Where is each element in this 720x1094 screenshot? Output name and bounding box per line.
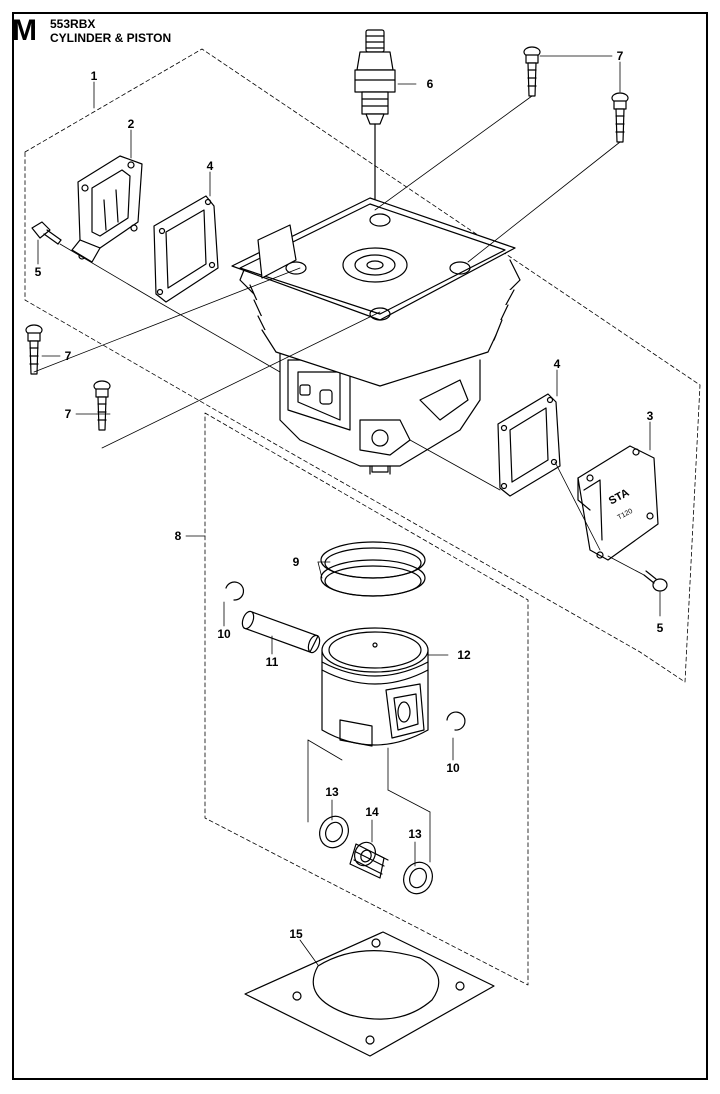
intake-cover bbox=[71, 155, 143, 263]
callout-3: 3 bbox=[646, 409, 654, 423]
callout-leaders bbox=[37, 55, 661, 966]
group-1-boundary bbox=[24, 48, 701, 683]
callout-5-right: 5 bbox=[656, 621, 664, 635]
callout-9: 9 bbox=[292, 555, 300, 569]
callout-1: 1 bbox=[90, 69, 98, 83]
screw-7-top-b bbox=[611, 92, 629, 143]
piston bbox=[321, 627, 429, 747]
screw-5-right bbox=[643, 570, 668, 592]
title-block: 553RBX CYLINDER & PISTON bbox=[50, 17, 171, 45]
callout-14: 14 bbox=[365, 805, 379, 819]
cylinder bbox=[231, 197, 521, 475]
section-letter: M bbox=[12, 14, 37, 47]
callout-4-right: 4 bbox=[553, 357, 561, 371]
exhaust-cover bbox=[577, 445, 659, 561]
callout-10-right: 10 bbox=[446, 761, 460, 775]
needle-bearing bbox=[349, 841, 389, 879]
callout-13-a: 13 bbox=[325, 785, 339, 799]
callout-6: 6 bbox=[426, 77, 434, 91]
callout-15: 15 bbox=[289, 927, 303, 941]
reference-lines bbox=[33, 95, 645, 863]
thrust-washer-a bbox=[319, 815, 349, 849]
piston-rings bbox=[320, 541, 426, 597]
screw-7-top-a bbox=[523, 46, 541, 97]
callout-5-left: 5 bbox=[34, 265, 42, 279]
callout-12: 12 bbox=[457, 648, 471, 662]
page-title: CYLINDER & PISTON bbox=[50, 31, 172, 45]
gasket-right bbox=[497, 393, 561, 497]
circlip-left bbox=[225, 581, 245, 601]
callout-10-left: 10 bbox=[217, 627, 231, 641]
base-gasket bbox=[244, 931, 495, 1057]
callout-11: 11 bbox=[265, 655, 279, 669]
spark-plug bbox=[354, 29, 396, 259]
group-8-boundary bbox=[204, 412, 529, 986]
thrust-washer-b bbox=[403, 861, 433, 895]
piston-pin bbox=[241, 610, 321, 654]
screw-5-left bbox=[31, 221, 62, 245]
screw-7-left-a bbox=[25, 324, 43, 375]
circlip-right bbox=[446, 711, 466, 731]
callout-4-left: 4 bbox=[206, 159, 214, 173]
screw-7-left-b bbox=[93, 380, 111, 431]
callout-7-left-b: 7 bbox=[64, 407, 72, 421]
callout-13-b: 13 bbox=[408, 827, 422, 841]
callout-7-top: 7 bbox=[616, 49, 624, 63]
model-number: 553RBX bbox=[50, 17, 96, 31]
callout-8: 8 bbox=[174, 529, 182, 543]
gasket-left bbox=[153, 195, 219, 303]
callout-7-left-a: 7 bbox=[64, 349, 72, 363]
callout-2: 2 bbox=[127, 117, 135, 131]
